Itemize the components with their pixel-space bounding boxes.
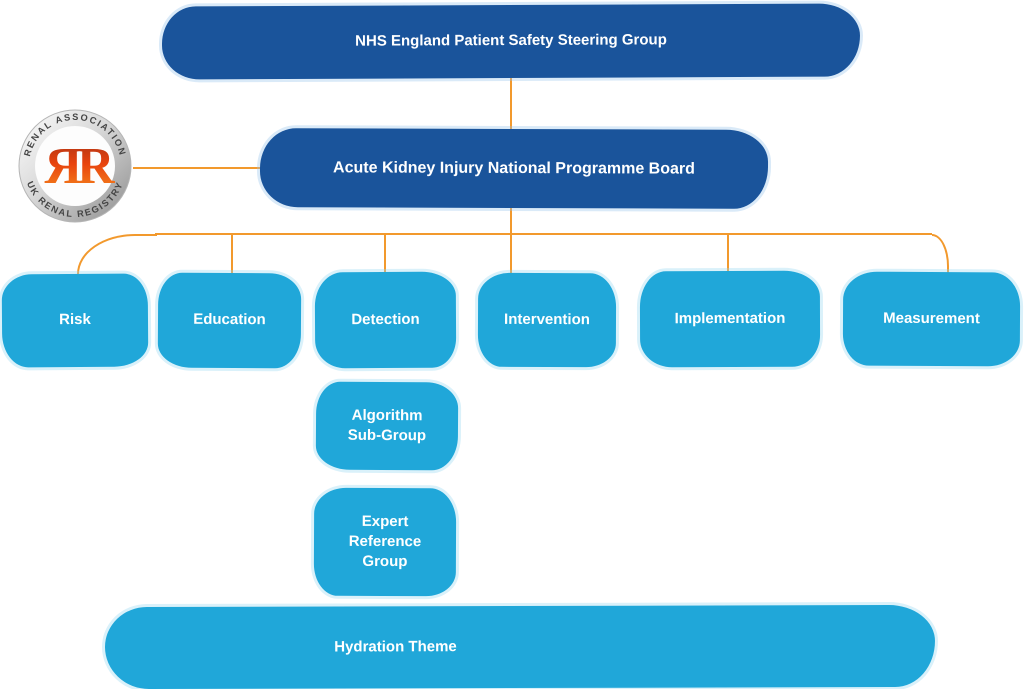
node-programme-board: Acute Kidney Injury National Programme B… xyxy=(259,128,769,209)
node-workstream-implementation: Implementation xyxy=(639,270,821,368)
workstream-label: Implementation xyxy=(674,309,786,328)
node-algorithm-sub-group: Algorithm Sub-Group xyxy=(315,381,459,471)
workstream-label: Education xyxy=(193,311,266,329)
connector-bus-to-detection xyxy=(384,234,386,274)
connector-bus xyxy=(155,233,932,235)
connector-bus-to-risk xyxy=(77,234,157,276)
uk-renal-registry-logo: RENAL ASSOCIATION UK RENAL REGISTRY ЯR xyxy=(18,109,132,223)
subgroup-label: Algorithm Sub-Group xyxy=(347,406,427,445)
node-workstream-education: Education xyxy=(157,272,302,369)
connector-steering-to-board xyxy=(510,78,512,130)
logo-inner-circle xyxy=(35,126,115,206)
workstream-label: Intervention xyxy=(504,310,590,329)
hydration-theme-label: Hydration Theme xyxy=(334,638,457,656)
node-steering-group-label: NHS England Patient Safety Steering Grou… xyxy=(355,31,667,51)
node-expert-reference-group: Expert Reference Group xyxy=(313,487,457,597)
workstream-label: Measurement xyxy=(883,309,980,328)
node-workstream-risk: Risk xyxy=(1,273,149,368)
logo-monogram: ЯR xyxy=(44,138,116,195)
connector-bus-to-implementation xyxy=(727,234,729,272)
subgroup-label: Expert Reference Group xyxy=(348,512,422,571)
workstream-label: Risk xyxy=(59,311,91,329)
node-programme-board-label: Acute Kidney Injury National Programme B… xyxy=(333,159,695,178)
connector-logo-to-board xyxy=(133,167,261,169)
node-workstream-detection: Detection xyxy=(314,271,457,369)
node-workstream-intervention: Intervention xyxy=(477,272,617,368)
node-steering-group: NHS England Patient Safety Steering Grou… xyxy=(161,3,861,80)
connector-board-to-intervention xyxy=(510,206,512,276)
node-workstream-measurement: Measurement xyxy=(842,271,1021,367)
node-hydration-theme: Hydration Theme xyxy=(104,604,936,689)
connector-bus-to-measurement xyxy=(932,234,949,274)
workstream-label: Detection xyxy=(351,310,420,329)
connector-bus-to-education xyxy=(231,234,233,274)
